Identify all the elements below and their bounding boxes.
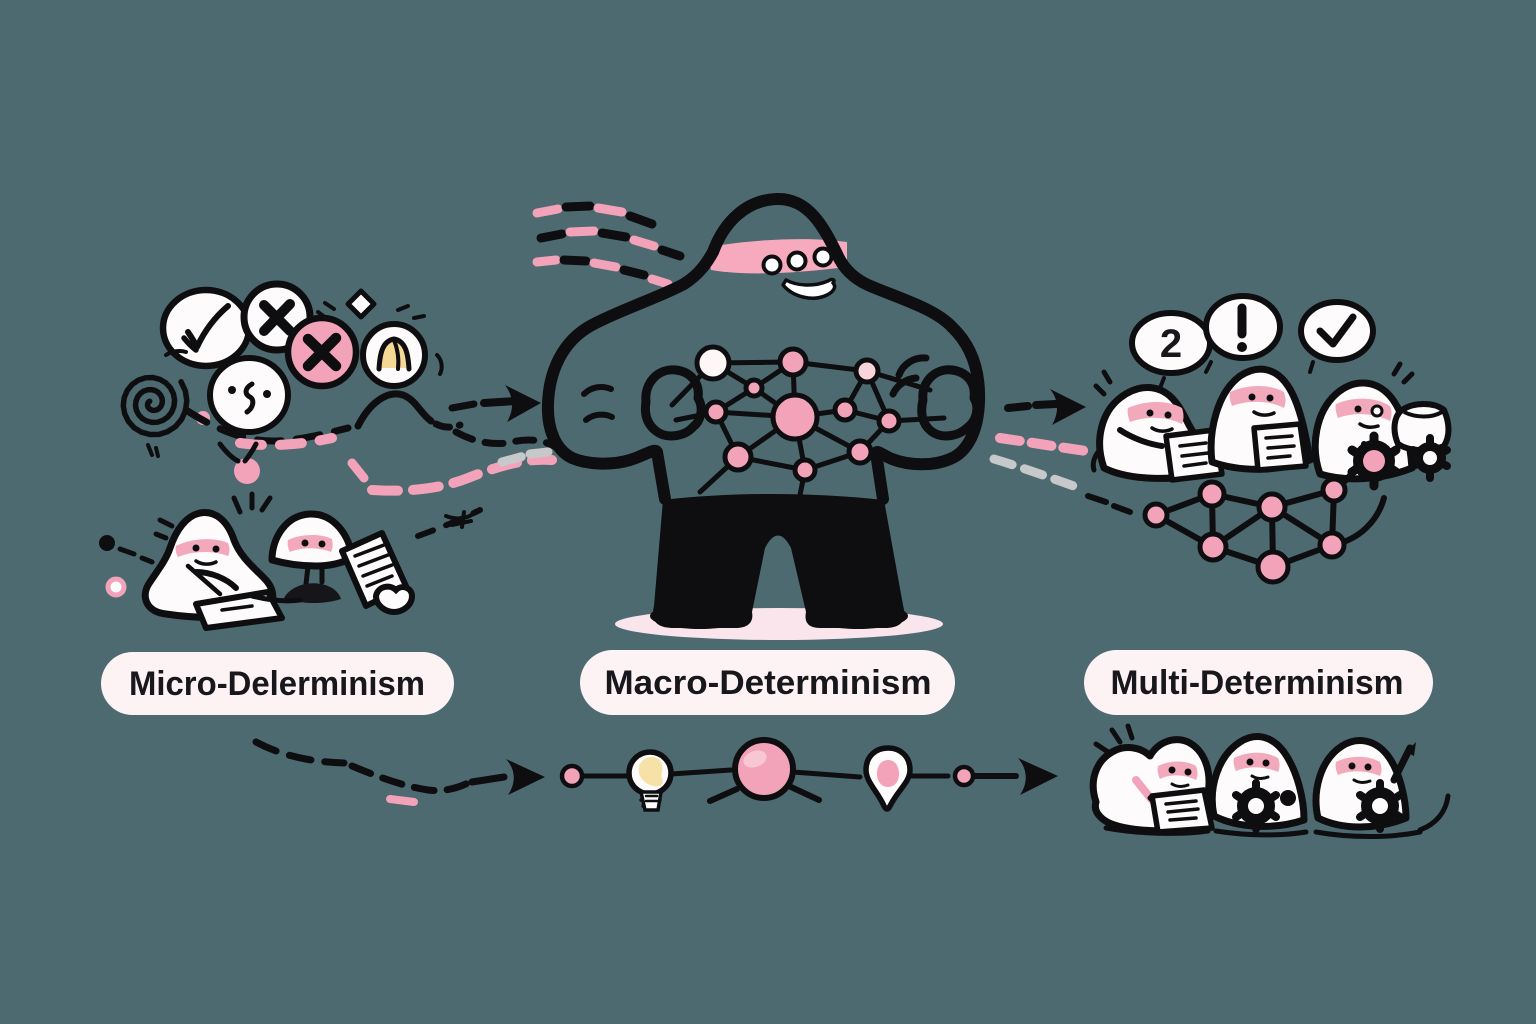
- svg-text:Micro-Delerminism: Micro-Delerminism: [129, 665, 425, 703]
- svg-text:Multi-Determinism: Multi-Determinism: [1111, 664, 1404, 702]
- svg-text:2: 2: [1160, 322, 1182, 366]
- svg-text:Macro-Determinism: Macro-Determinism: [605, 664, 932, 702]
